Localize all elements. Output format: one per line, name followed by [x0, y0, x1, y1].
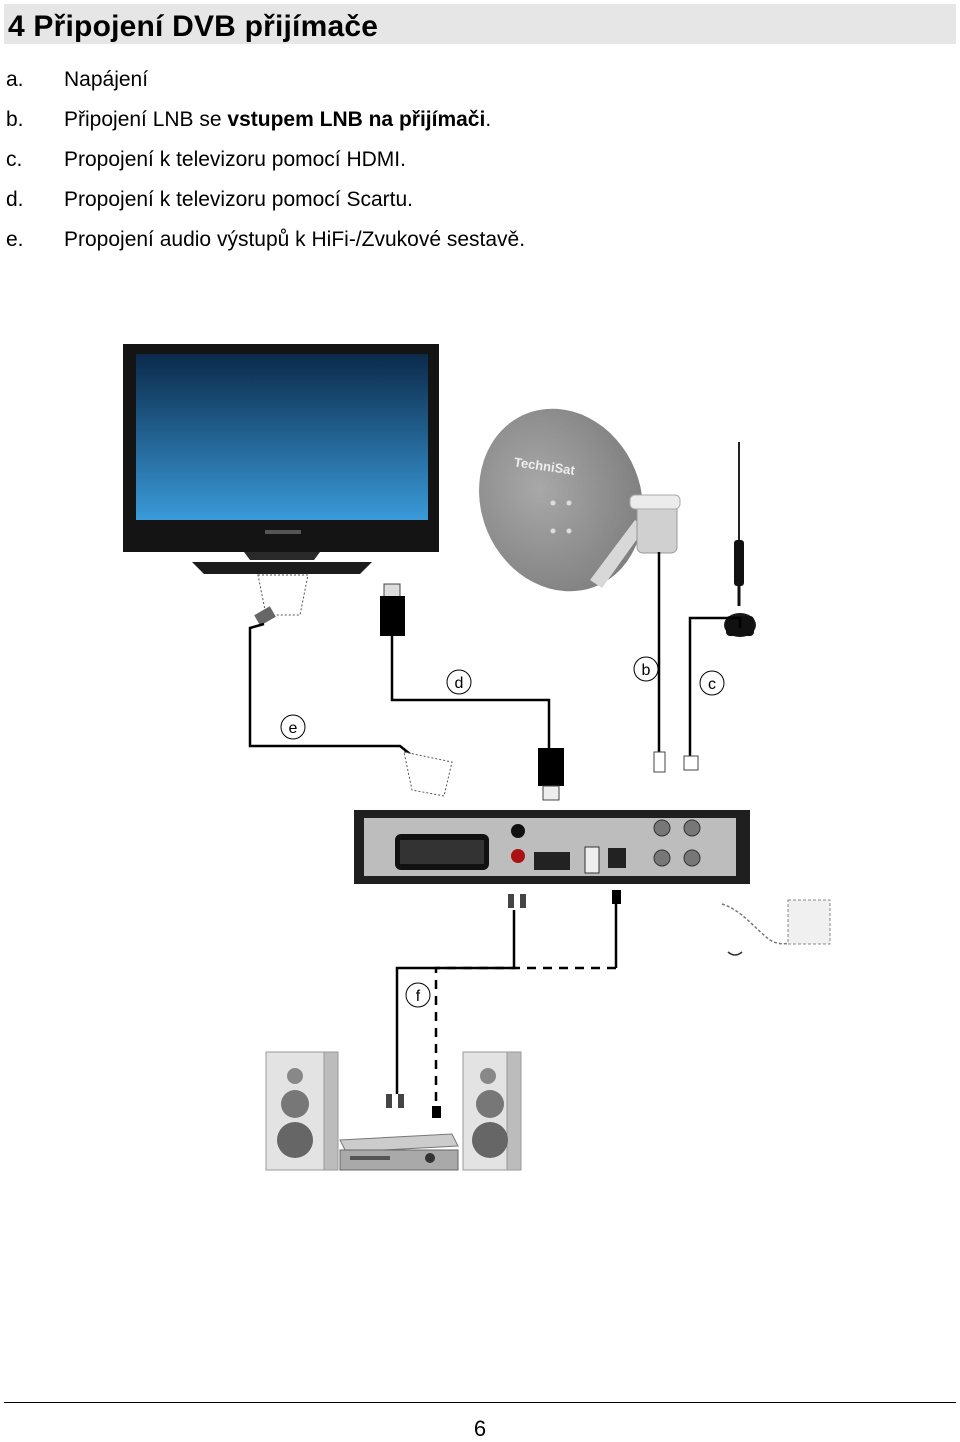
- item-letter: b.: [6, 108, 24, 131]
- page-title: 4 Připojení DVB přijímače: [8, 10, 379, 43]
- svg-text:d: d: [455, 675, 464, 692]
- cables: [248, 552, 742, 1094]
- satellite-dish-icon: TechniSat: [479, 408, 681, 592]
- item-letter: e.: [6, 228, 24, 251]
- item-letter: c.: [6, 148, 23, 171]
- power-adapter-icon: [721, 899, 831, 956]
- item-text: Propojení audio výstupů k HiFi-/Zvukové …: [64, 228, 526, 251]
- label-f: f: [405, 982, 431, 1008]
- item-text: Propojení k televizoru pomocí Scartu.: [64, 188, 414, 211]
- scart-plug-icon: [254, 574, 309, 626]
- hdmi-plug-receiver-icon: [538, 748, 564, 801]
- hifi-input-plugs-icon: [386, 1094, 441, 1118]
- label-b: b: [633, 656, 659, 682]
- label-e: e: [280, 714, 306, 740]
- tv-icon: [123, 344, 439, 574]
- item-text: Propojení k televizoru pomocí HDMI.: [64, 148, 406, 171]
- optical-cable-dashed: [434, 966, 616, 1108]
- item-text: Připojení LNB se vstupem LNB na přijímač…: [64, 106, 491, 134]
- item-text: Napájení: [64, 68, 149, 91]
- diagram-labels: d b c e f: [280, 656, 725, 1008]
- hdmi-plug-icon: [380, 583, 405, 636]
- hifi-system-icon: [265, 1051, 522, 1171]
- scart-plug-receiver-icon: [403, 751, 453, 797]
- svg-text:f: f: [416, 988, 421, 1005]
- antenna-icon: [724, 442, 756, 637]
- item-text-end: .: [485, 108, 492, 131]
- receiver-icon: [354, 810, 750, 884]
- connection-diagram: TechniSat: [123, 344, 831, 1171]
- item-letter: d.: [6, 188, 24, 211]
- item-text-plain: Připojení LNB se: [64, 108, 228, 131]
- footer-divider: [4, 1402, 956, 1403]
- svg-text:c: c: [708, 676, 716, 693]
- item-letter: a.: [6, 68, 24, 91]
- label-d: d: [446, 669, 472, 695]
- page-number: 6: [473, 1416, 487, 1441]
- title-bar: 4 Připojení DVB přijímače: [4, 4, 956, 44]
- item-text-bold: vstupem LNB na přijímači: [227, 108, 486, 131]
- rca-plugs-icon: [508, 890, 621, 908]
- coax-connectors: [653, 751, 699, 773]
- label-c: c: [699, 670, 725, 696]
- svg-text:e: e: [289, 720, 298, 737]
- svg-text:b: b: [642, 662, 651, 679]
